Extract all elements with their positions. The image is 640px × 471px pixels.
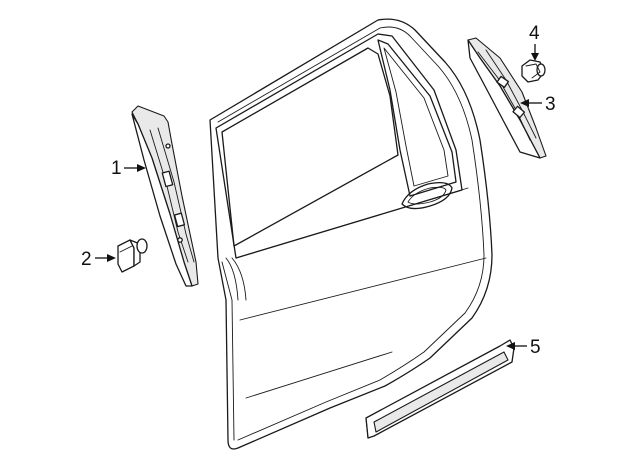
callout-5-arrowhead	[506, 342, 515, 350]
part-1-pillar-trim	[131, 105, 199, 287]
callout-3: 3	[520, 94, 556, 115]
callout-3-arrowhead	[520, 99, 529, 107]
callout-1-arrowhead	[137, 164, 146, 172]
callout-4-arrowhead	[531, 53, 539, 61]
callout-1: 1	[111, 158, 146, 179]
part-4-fastener	[521, 59, 546, 83]
door-handle	[401, 182, 453, 210]
callout-4-label: 4	[529, 23, 540, 44]
callout-1-label: 1	[111, 158, 122, 179]
callout-2-arrowhead	[107, 254, 116, 262]
callout-2: 2	[81, 249, 116, 270]
callout-4: 4	[529, 23, 540, 61]
callout-3-label: 3	[545, 94, 556, 115]
part-5-side-molding	[365, 339, 515, 439]
callout-5-label: 5	[530, 337, 541, 358]
rear-door-shell	[209, 18, 493, 450]
callout-2-label: 2	[81, 249, 92, 270]
part-3-rear-trim	[467, 37, 547, 159]
part-2-clip	[117, 238, 148, 273]
callout-5: 5	[506, 337, 541, 358]
